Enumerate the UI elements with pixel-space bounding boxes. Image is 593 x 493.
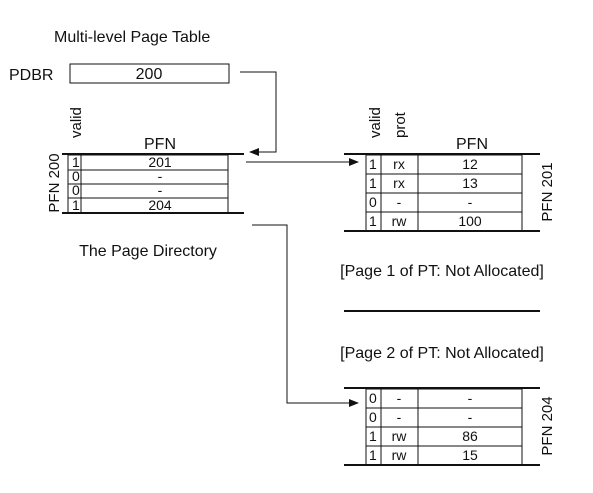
directory-pfn-header: PFN bbox=[144, 136, 176, 153]
pt201-pfn-header: PFN bbox=[456, 136, 488, 153]
page-directory: valid PFN PFN 200 1 201 0 - 0 - 1 204 Th… bbox=[46, 107, 244, 260]
pte-pfn: 15 bbox=[462, 447, 478, 463]
pte-prot: rw bbox=[392, 447, 408, 463]
directory-caption: The Page Directory bbox=[79, 243, 217, 260]
pte-valid: 0 bbox=[369, 194, 377, 210]
pte-valid: 0 bbox=[369, 390, 377, 406]
pte-pfn: 100 bbox=[458, 213, 482, 229]
pte-prot: - bbox=[397, 194, 402, 210]
directory-pfn-label: PFN 200 bbox=[46, 153, 63, 212]
pte-valid: 1 bbox=[369, 156, 377, 172]
pt201-prot-header: prot bbox=[392, 111, 409, 138]
pte-prot: - bbox=[397, 409, 402, 425]
pte-valid: 1 bbox=[369, 428, 377, 444]
page2-not-allocated: [Page 2 of PT: Not Allocated] bbox=[340, 345, 544, 362]
directory-row-valid: 1 bbox=[72, 154, 80, 170]
page1-not-allocated: [Page 1 of PT: Not Allocated] bbox=[340, 263, 544, 280]
pt201-valid-header: valid bbox=[367, 107, 384, 138]
pte-pfn: - bbox=[468, 409, 473, 425]
pte-pfn: - bbox=[468, 194, 473, 210]
directory-row-pfn: - bbox=[158, 182, 163, 198]
directory-row-pfn: 204 bbox=[148, 197, 172, 213]
page-table-204: PFN 204 0 - - 0 - - 1 rw 86 1 rw 15 bbox=[344, 387, 556, 466]
pdbr-register bbox=[69, 63, 230, 84]
pte-pfn: - bbox=[468, 390, 473, 406]
pte-prot: - bbox=[397, 390, 402, 406]
pte-prot: rx bbox=[393, 175, 405, 191]
pte-prot: rw bbox=[392, 428, 408, 444]
pte-valid: 1 bbox=[369, 175, 377, 191]
directory-row-pfn: 201 bbox=[148, 154, 172, 170]
pte-pfn: 86 bbox=[462, 428, 478, 444]
pdbr-label: PDBR bbox=[9, 67, 53, 84]
pt201-pfn-label: PFN 201 bbox=[539, 162, 556, 221]
directory-row-valid: 0 bbox=[72, 168, 80, 184]
pte-pfn: 13 bbox=[462, 175, 478, 191]
pte-prot: rw bbox=[392, 213, 408, 229]
diagram-title: Multi-level Page Table bbox=[54, 29, 210, 46]
pte-valid: 0 bbox=[369, 409, 377, 425]
directory-row-valid: 0 bbox=[72, 182, 80, 198]
pte-pfn: 12 bbox=[462, 156, 478, 172]
directory-valid-header: valid bbox=[68, 107, 85, 138]
page-table-201: valid prot PFN PFN 201 1 rx 12 1 rx 13 0… bbox=[344, 107, 556, 232]
pte-prot: rx bbox=[393, 156, 405, 172]
pte-valid: 1 bbox=[369, 213, 377, 229]
pte-valid: 1 bbox=[369, 447, 377, 463]
directory-row-valid: 1 bbox=[72, 197, 80, 213]
pdbr-value: 200 bbox=[136, 66, 163, 83]
pdbr-arrow bbox=[240, 71, 277, 156]
pde-arrow-204 bbox=[252, 224, 359, 407]
pt204-pfn-label: PFN 204 bbox=[539, 396, 556, 455]
directory-row-pfn: - bbox=[158, 168, 163, 184]
